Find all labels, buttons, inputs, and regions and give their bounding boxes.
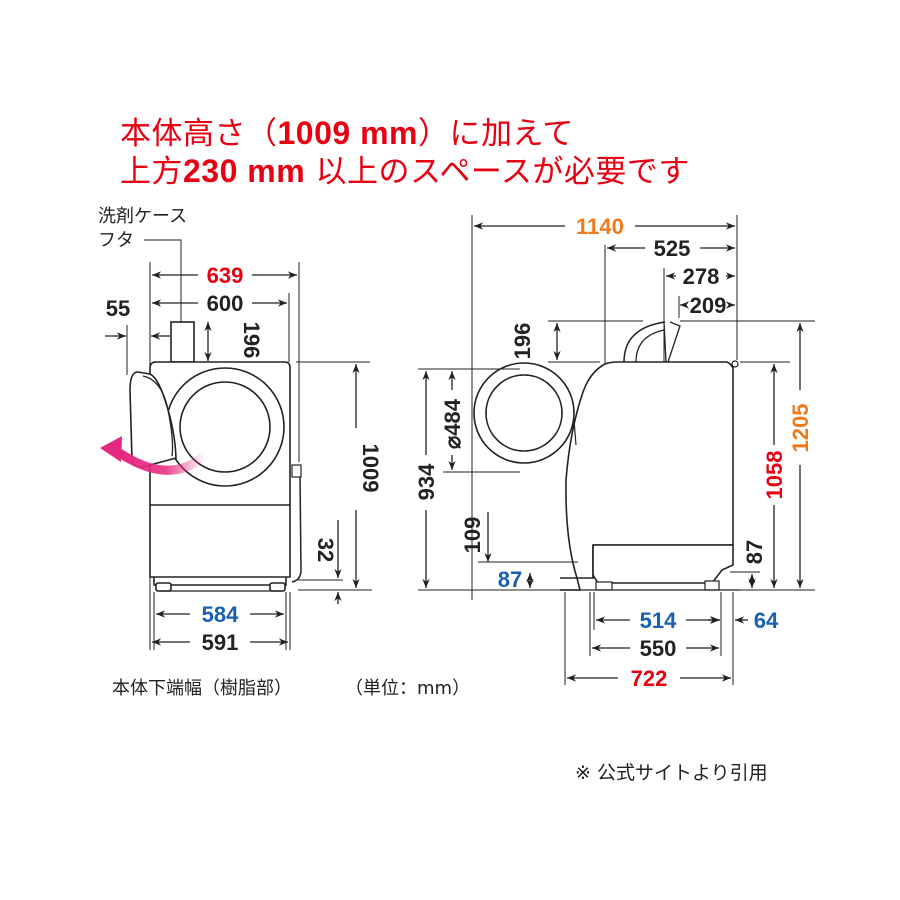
- dim-lid-height-196: 196: [239, 322, 264, 359]
- headline-line-2: 上方230 mm 以上のスペースが必要です: [120, 146, 690, 191]
- dim-body-height-1009: 1009: [358, 444, 383, 493]
- source-credit: ※ 公式サイトより引用: [575, 762, 768, 784]
- dim-lid-height-196-side: 196: [510, 323, 535, 360]
- dim-height-1205: 1205: [788, 404, 813, 453]
- dim-bottom-591: 591: [202, 630, 239, 655]
- dim-base-depth-550: 550: [640, 636, 677, 661]
- detergent-lid-label-1: 洗剤ケース: [98, 206, 187, 227]
- dim-width-639: 639: [207, 263, 244, 288]
- dim-bottom-584: 584: [202, 602, 239, 627]
- dim-width-600: 600: [207, 291, 244, 316]
- dim-gap-32: 32: [313, 538, 338, 562]
- dim-height-1058: 1058: [762, 451, 787, 500]
- headline-text: 本体高さ（: [120, 116, 278, 152]
- bottom-width-caption: 本体下端幅（樹脂部）: [112, 678, 292, 699]
- front-view: 洗剤ケース フタ 639 600 55 196: [98, 206, 470, 699]
- unit-caption: （単位：mm）: [345, 678, 470, 699]
- door-open-arrow-icon: [115, 448, 209, 475]
- detergent-lid-label-2: フタ: [98, 230, 134, 251]
- dim-door-diameter-484: ⌀484: [440, 398, 465, 449]
- headline-text: 以上のスペースが必要です: [305, 154, 690, 190]
- dim-base-depth-514: 514: [640, 608, 677, 633]
- dim-total-depth-722: 722: [631, 666, 668, 691]
- dim-base-87-front: 87: [498, 567, 522, 592]
- headline-text: 上方: [120, 154, 183, 190]
- headline-clearance-value: 230 mm: [183, 153, 306, 189]
- dim-depth-278: 278: [683, 264, 720, 289]
- headline-height-value: 1009 mm: [277, 115, 418, 151]
- dim-depth-1140: 1140: [576, 214, 624, 239]
- headline-text: ）に加えて: [417, 116, 574, 152]
- headline-line-1: 本体高さ（1009 mm）に加えて: [120, 108, 574, 153]
- dim-door-height-934: 934: [414, 463, 439, 500]
- dim-door-bottom-109: 109: [460, 517, 485, 554]
- dim-depth-209: 209: [690, 293, 727, 318]
- side-view: 1140 525 278 209 196: [414, 214, 815, 691]
- dim-base-87-rear: 87: [742, 540, 767, 564]
- dim-depth-525: 525: [654, 236, 691, 261]
- dim-offset-55: 55: [106, 296, 130, 321]
- dim-rear-offset-64: 64: [754, 608, 779, 633]
